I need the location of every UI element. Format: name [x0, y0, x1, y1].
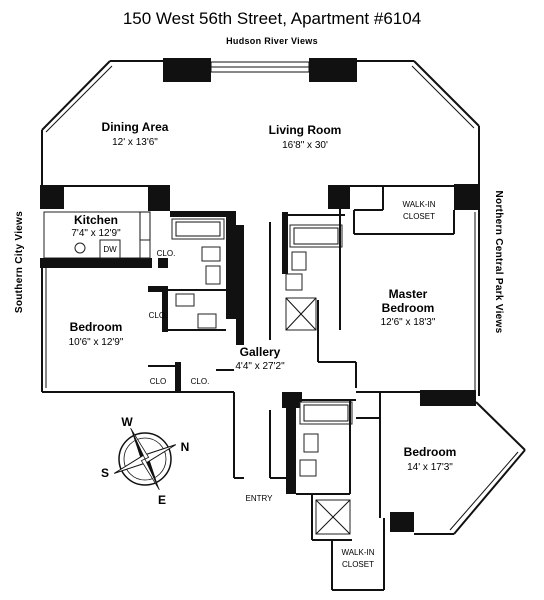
toilet-left-2: [197, 313, 217, 329]
sink-left-2: [175, 293, 195, 307]
column-top-right: [309, 58, 357, 82]
sink-master: [285, 273, 303, 291]
compass-label-n: N: [181, 440, 190, 454]
room-name-gallery: Gallery: [240, 345, 281, 359]
room-dim-dining: 12' x 13'6": [112, 137, 158, 148]
label-entry: ENTRY: [246, 494, 274, 503]
view-label-left: Southern City Views: [14, 211, 25, 313]
label-walkin-bottom-1: WALK-IN: [341, 548, 374, 557]
left-closets: [148, 362, 234, 392]
room-dim-living: 16'8" x 30': [282, 140, 328, 151]
bathtub-left: [171, 218, 225, 240]
plan-title: 150 West 56th Street, Apartment #6104: [123, 9, 421, 28]
label-clo-bedroom: CLO.: [149, 311, 168, 320]
room-dim-kitchen: 7'4" x 12'9": [71, 228, 121, 239]
room-name-living: Living Room: [269, 123, 342, 137]
label-walkin-bottom-2: CLOSET: [342, 560, 374, 569]
room-name-master-1: Master: [389, 287, 428, 301]
bathtub-master: [289, 224, 343, 248]
kitchen-sink-icon: [74, 242, 86, 254]
bathtub-bottom: [299, 401, 353, 425]
compass-label-e: E: [158, 493, 166, 507]
label-clo-bottom-1: CLO: [150, 377, 166, 386]
toilet-left: [205, 265, 221, 285]
room-dim-bedroom-right: 14' x 17'3": [407, 462, 453, 473]
master-bath-block: [282, 185, 357, 388]
toilet-bottom: [303, 433, 319, 453]
kitchen-counter: [43, 211, 151, 259]
label-walkin-top-2: CLOSET: [403, 212, 435, 221]
view-label-right: Northern Central Park Views: [493, 191, 504, 334]
view-label-top: Hudson River Views: [226, 36, 318, 46]
compass-label-w: W: [121, 415, 133, 429]
room-dim-bedroom-left: 10'6" x 12'9": [69, 337, 124, 348]
toilet-master: [291, 251, 307, 271]
sink-bottom: [299, 459, 317, 477]
right-bedroom-block: [356, 390, 526, 535]
label-clo-kitchen: CLO.: [157, 249, 176, 258]
room-name-bedroom-left: Bedroom: [70, 320, 123, 334]
label-walkin-top-1: WALK-IN: [402, 200, 435, 209]
column-top-left: [163, 58, 211, 82]
gallery-walls: [233, 222, 286, 479]
dishwasher: [99, 239, 121, 259]
label-clo-bottom-2: CLO.: [191, 377, 210, 386]
walkin-closet-top: [350, 184, 480, 235]
left-bath-block: [148, 211, 244, 345]
outer-walls: [41, 58, 480, 396]
room-dim-gallery: 4'4" x 27'2": [235, 361, 285, 372]
kitchen-block: [40, 185, 170, 268]
compass-ring: [118, 432, 172, 486]
room-name-kitchen: Kitchen: [74, 213, 118, 227]
room-dim-master: 12'6" x 18'3": [381, 317, 436, 328]
room-name-bedroom-right: Bedroom: [404, 445, 457, 459]
sink-left: [201, 246, 221, 262]
label-dw: DW: [103, 245, 117, 254]
bottom-bath-block: [282, 392, 385, 591]
room-name-dining: Dining Area: [102, 120, 169, 134]
compass-rose: [113, 427, 177, 491]
compass-label-s: S: [101, 466, 109, 480]
room-name-master-2: Bedroom: [382, 301, 435, 315]
